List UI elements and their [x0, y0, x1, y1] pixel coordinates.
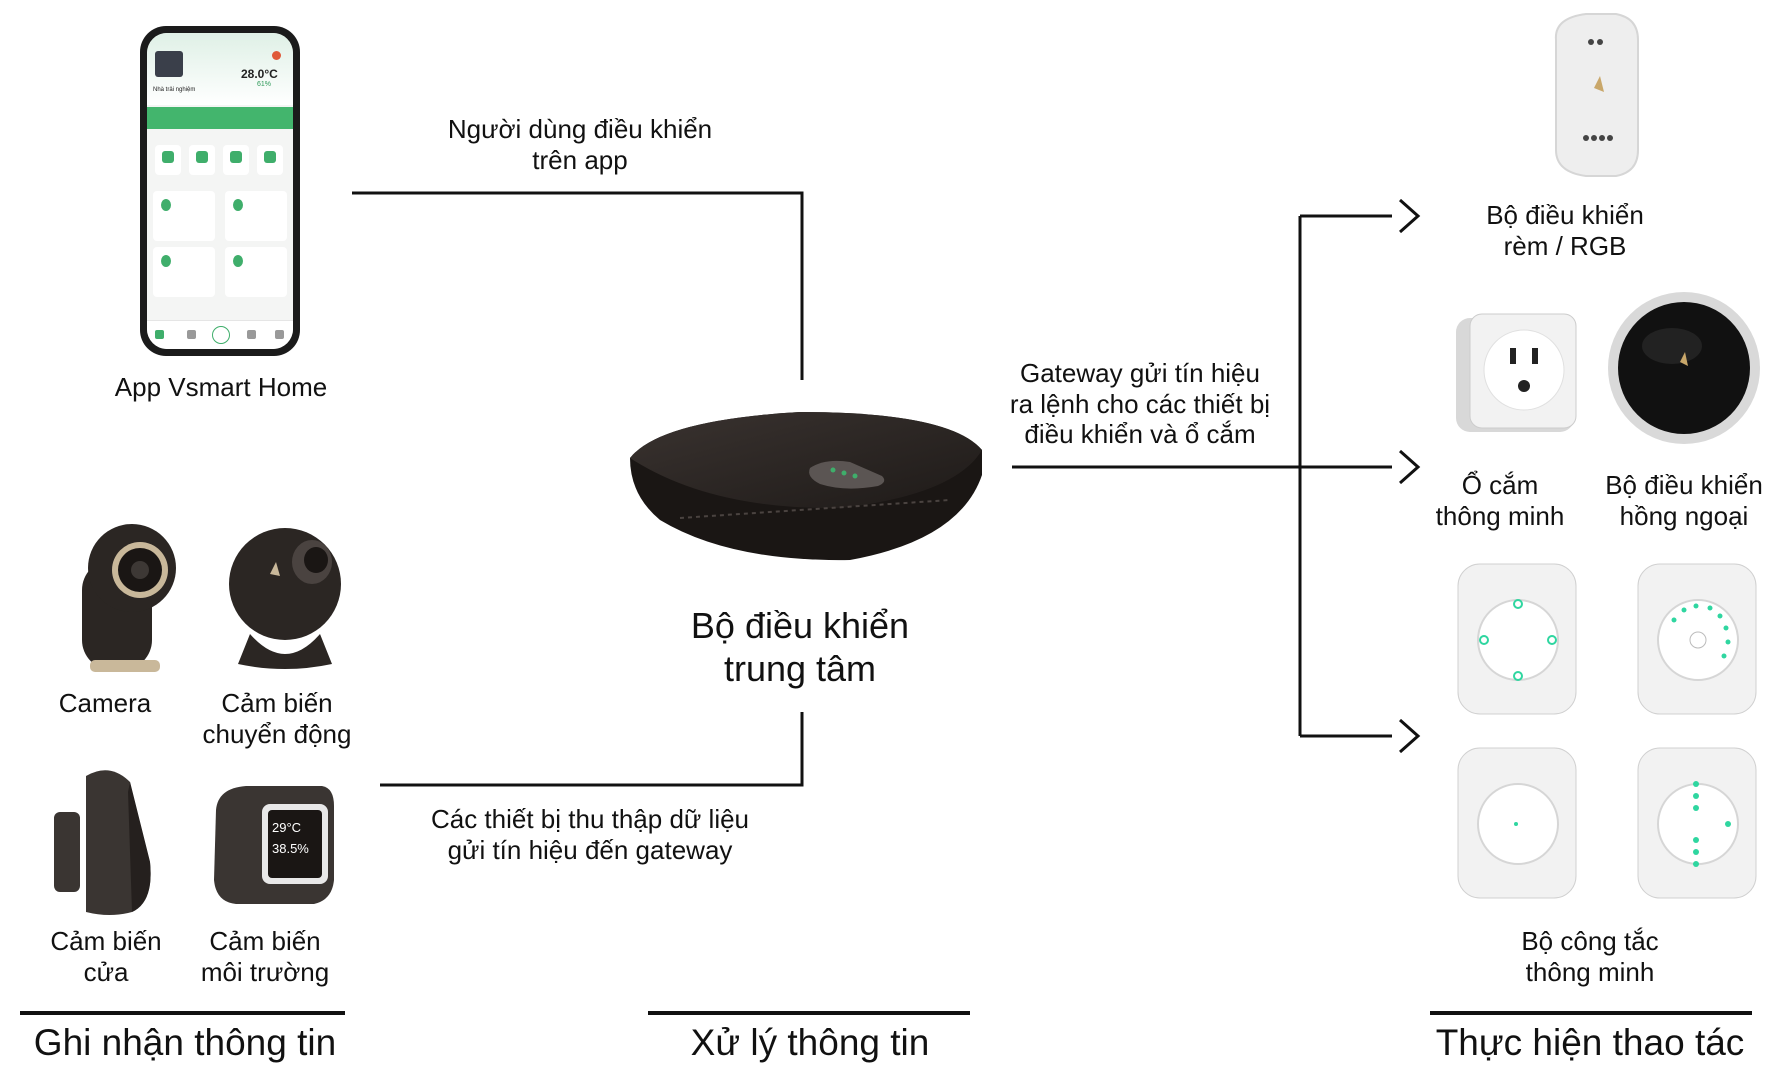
device-card	[153, 191, 215, 241]
arrow-head-curtain	[1399, 198, 1421, 234]
env-sensor-image	[214, 786, 334, 904]
camera-label: Camera	[58, 688, 152, 718]
section-title-output: Thực hiện thao tác	[1435, 1022, 1745, 1063]
section-title-input: Ghi nhận thông tin	[33, 1022, 337, 1063]
device-card	[225, 247, 287, 297]
device-card	[153, 247, 215, 297]
curtain-controller-label: Bộ điều khiển rèm / RGB	[1486, 200, 1644, 261]
hub-label: Bộ điều khiển trung tâm	[690, 605, 910, 690]
app-bottom-nav	[147, 320, 293, 349]
status-led-icon	[841, 470, 847, 476]
smart-socket-image	[1456, 313, 1577, 432]
arrow-head-socket	[1399, 449, 1421, 485]
motion-sensor-label: Cảm biến chuyển động	[202, 688, 352, 749]
arrow-head-switch	[1399, 718, 1421, 754]
camera-image	[82, 524, 176, 672]
device-card	[225, 191, 287, 241]
smart-switch-label: Bộ công tắc thông minh	[1521, 926, 1659, 987]
env-sensor-label: Cảm biến môi trường	[200, 926, 330, 987]
ir-controller-image	[1608, 292, 1760, 444]
door-sensor-label: Cảm biến cửa	[50, 926, 162, 987]
scene-tile	[189, 145, 215, 175]
section-title-process: Xử lý thông tin	[690, 1022, 930, 1063]
notification-dot	[272, 51, 281, 60]
app-banner	[147, 107, 293, 129]
scene-tile	[223, 145, 249, 175]
status-led-icon	[852, 473, 858, 479]
env-sensor-display: 29°C 38.5%	[272, 820, 309, 856]
room-thumbnail	[155, 51, 183, 77]
gateway-send-text: Gateway gửi tín hiệu ra lệnh cho các thi…	[1009, 358, 1271, 450]
collect-text: Các thiết bị thu thập dữ liệu gửi tín hi…	[430, 804, 750, 865]
smart-switch-image	[1637, 747, 1757, 899]
ir-controller-label: Bộ điều khiển hồng ngoại	[1605, 470, 1763, 531]
motion-sensor-image	[229, 528, 341, 669]
hub-router-image	[630, 412, 982, 561]
phone-screen: 28.0°C 61% Nhà trải nghiệm	[147, 33, 293, 349]
scene-tile	[155, 145, 181, 175]
smart-switch-image	[1457, 563, 1577, 715]
user-control-text: Người dùng điều khiển trên app	[447, 114, 713, 175]
smart-switch-image	[1457, 747, 1577, 899]
app-label: App Vsmart Home	[114, 372, 328, 402]
app-home-name: Nhà trải nghiệm	[153, 87, 196, 93]
scene-tile	[257, 145, 283, 175]
app-humidity: 61%	[257, 81, 272, 88]
app-temperature: 28.0°C	[241, 67, 278, 81]
smart-switch-image	[1637, 563, 1757, 715]
sensors-to-hub-line	[380, 712, 804, 787]
phone-app-image: 28.0°C 61% Nhà trải nghiệm	[140, 26, 300, 356]
door-sensor-image	[54, 770, 151, 915]
app-to-hub-line	[352, 191, 804, 380]
curtain-controller-image	[1554, 13, 1639, 177]
status-led-icon	[830, 467, 836, 473]
smart-socket-label: Ổ cắm thông minh	[1435, 470, 1565, 531]
